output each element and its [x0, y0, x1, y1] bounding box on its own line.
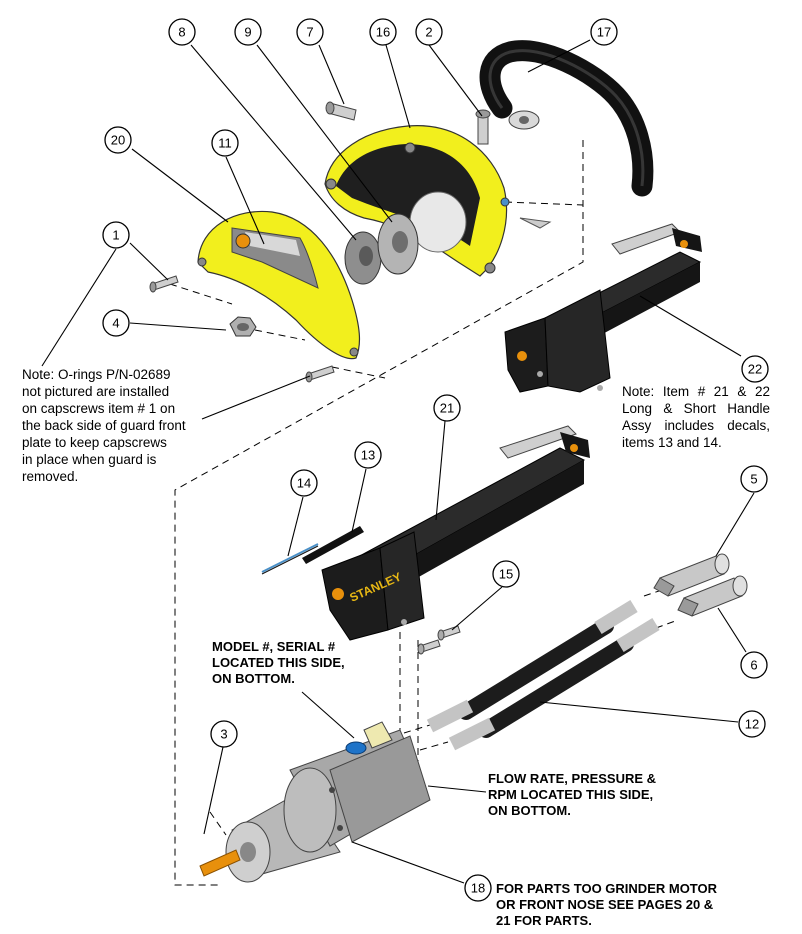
- svg-text:15: 15: [499, 567, 513, 582]
- svg-text:8: 8: [178, 25, 185, 40]
- guard-screw: [305, 365, 335, 383]
- part-5-coupler: [653, 553, 730, 597]
- callout-9: 9: [234, 18, 262, 46]
- part-9-flange: [377, 213, 419, 275]
- part-7-capscrew: [325, 101, 357, 121]
- callout-1: 1: [102, 221, 130, 249]
- callout-21: 21: [433, 394, 461, 422]
- part-16-guard-rear: [324, 125, 552, 277]
- svg-text:1: 1: [112, 228, 119, 243]
- callout-12: 12: [738, 710, 766, 738]
- callout-13: 13: [354, 441, 382, 469]
- part-14-decal: [261, 543, 319, 575]
- callout-6: 6: [740, 651, 768, 679]
- part-1-screw: [149, 275, 179, 293]
- callout-2: 2: [415, 18, 443, 46]
- note-motor-parts: FOR PARTS TOO GRINDER MOTOR OR FRONT NOS…: [496, 881, 718, 928]
- svg-text:6: 6: [750, 658, 757, 673]
- part-4-nut: [229, 316, 257, 337]
- part-22-short-handle: [504, 223, 702, 393]
- part-13-decal: [302, 526, 364, 564]
- part-18-grinder-motor: [199, 721, 431, 883]
- svg-text:7: 7: [306, 25, 313, 40]
- part-17-bail-handle: [479, 40, 654, 197]
- callout-14: 14: [290, 469, 318, 497]
- svg-text:21: 21: [440, 401, 454, 416]
- part-21-long-handle: STANLEY: [321, 425, 590, 641]
- part-15-screws: [417, 625, 461, 655]
- note-orings: Note: O-rings P/N-02689 not pictured are…: [22, 367, 186, 484]
- callout-5: 5: [740, 465, 768, 493]
- svg-text:11: 11: [218, 136, 232, 151]
- svg-text:22: 22: [748, 362, 762, 377]
- callout-11: 11: [211, 129, 239, 157]
- callout-15: 15: [492, 560, 520, 588]
- note-handle-assy: Note: Item # 21 & 22 Long & Short Handle…: [622, 384, 770, 450]
- svg-text:13: 13: [361, 448, 375, 463]
- part-8-flange: [344, 231, 382, 285]
- svg-text:20: 20: [111, 133, 125, 148]
- svg-text:4: 4: [112, 316, 119, 331]
- callout-4: 4: [102, 309, 130, 337]
- leader-lines: [41, 39, 755, 884]
- svg-text:16: 16: [376, 25, 390, 40]
- callout-18: 18: [464, 874, 492, 902]
- svg-text:17: 17: [597, 25, 611, 40]
- callout-20: 20: [104, 126, 132, 154]
- part-2-bolt: [475, 109, 491, 145]
- note-flow-rate: FLOW RATE, PRESSURE & RPM LOCATED THIS S…: [488, 771, 657, 818]
- callout-7: 7: [296, 18, 324, 46]
- part-6-coupler: [677, 575, 748, 617]
- part-12-hoses: [426, 600, 660, 751]
- callout-3: 3: [210, 720, 238, 748]
- note-model-serial: MODEL #, SERIAL # LOCATED THIS SIDE, ON …: [212, 639, 345, 686]
- svg-text:9: 9: [244, 25, 251, 40]
- assembly-dashed-lines: [169, 140, 679, 886]
- callout-8: 8: [168, 18, 196, 46]
- svg-text:18: 18: [471, 881, 485, 896]
- svg-text:12: 12: [745, 717, 759, 732]
- svg-text:5: 5: [750, 472, 757, 487]
- part-20-guard-front-plate: [197, 210, 361, 360]
- callout-17: 17: [590, 18, 618, 46]
- svg-text:14: 14: [297, 476, 311, 491]
- svg-text:3: 3: [220, 727, 227, 742]
- callout-16: 16: [369, 18, 397, 46]
- svg-text:2: 2: [425, 25, 432, 40]
- callout-22: 22: [741, 355, 769, 383]
